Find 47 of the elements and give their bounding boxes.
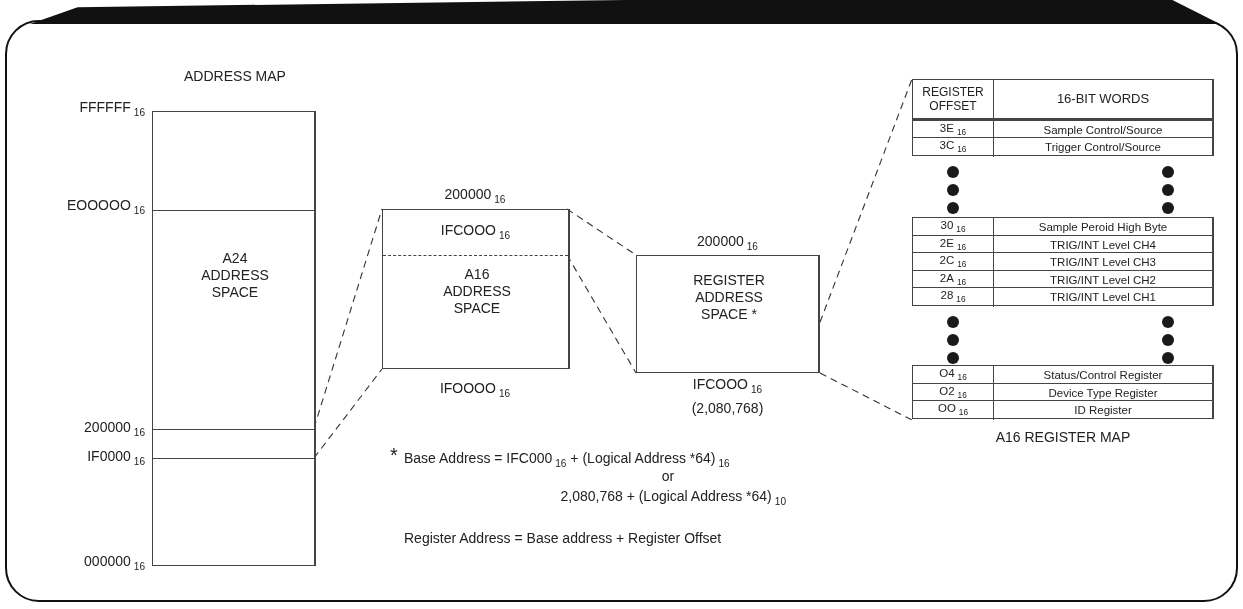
formula-text: Register Address = Base address + Register Offset [404, 530, 723, 547]
memory-block [382, 209, 570, 369]
address-label: IF0000$_{16}$ [86, 448, 145, 469]
dashed-connector [819, 372, 913, 421]
address-label: 000000$_{16}$ [83, 553, 145, 574]
column-header: 16-BIT WORDS [1056, 92, 1150, 106]
region-label: A24 ADDRESS SPACE [200, 250, 270, 301]
register-name: ID Register [1074, 402, 1132, 418]
register-name: TRIG/INT Level CH1 [1050, 289, 1156, 305]
offset-value: 2C$_{16}$ [939, 253, 967, 271]
offset-value: 3C$_{16}$ [939, 138, 967, 156]
footnote-mark: * [390, 447, 399, 464]
formula-text: or [660, 468, 676, 485]
offset-value: O4$_{16}$ [939, 366, 967, 384]
register-name: TRIG/INT Level CH2 [1050, 272, 1156, 288]
register-name: Trigger Control/Source [1045, 139, 1161, 155]
register-name: TRIG/INT Level CH3 [1050, 254, 1156, 270]
register-name: Device Type Register [1048, 385, 1158, 401]
map-title: A16 REGISTER MAP [994, 429, 1132, 446]
address-label: IFCOOO$_{16}$ [439, 222, 512, 243]
register-name: Sample Control/Source [1043, 122, 1163, 138]
offset-value: 28$_{16}$ [940, 288, 966, 306]
region-label: A16 ADDRESS SPACE [442, 266, 512, 317]
map-title: ADDRESS MAP [183, 68, 287, 85]
address-label: IFOOOO$_{16}$ [438, 380, 512, 401]
address-label: FFFFFF$_{16}$ [78, 99, 145, 120]
address-label: 200000$_{16}$ [443, 186, 507, 207]
address-label: IFCOOO$_{16}$ [691, 376, 764, 397]
address-label: (2,080,768) [690, 400, 765, 417]
offset-value: 30$_{16}$ [940, 218, 966, 236]
address-label: 200000$_{16}$ [696, 233, 759, 254]
address-band [153, 429, 315, 459]
register-name: Sample Peroid High Byte [1038, 219, 1168, 235]
offset-value: OO$_{16}$ [937, 401, 969, 419]
formula-text: Base Address = IFC000$_{16}$ + (Logical Address *64)$_{16}$ [404, 450, 731, 471]
offset-value: 2E$_{16}$ [939, 236, 967, 254]
offset-value: 2A$_{16}$ [939, 271, 967, 289]
column-header: REGISTER OFFSET [921, 85, 985, 113]
offset-value: 3E$_{16}$ [939, 121, 967, 139]
formula-text: 2,080,768 + (Logical Address *64)$_{10}$ [559, 488, 786, 509]
register-name: TRIG/INT Level CH4 [1050, 237, 1156, 253]
offset-value: O2$_{16}$ [939, 384, 967, 402]
region-label: REGISTER ADDRESS SPACE * [692, 272, 766, 323]
address-label: EOOOOO$_{16}$ [66, 197, 145, 218]
address-label: 200000$_{16}$ [83, 419, 145, 440]
memory-block [636, 255, 820, 373]
register-name: Status/Control Register [1043, 367, 1163, 383]
